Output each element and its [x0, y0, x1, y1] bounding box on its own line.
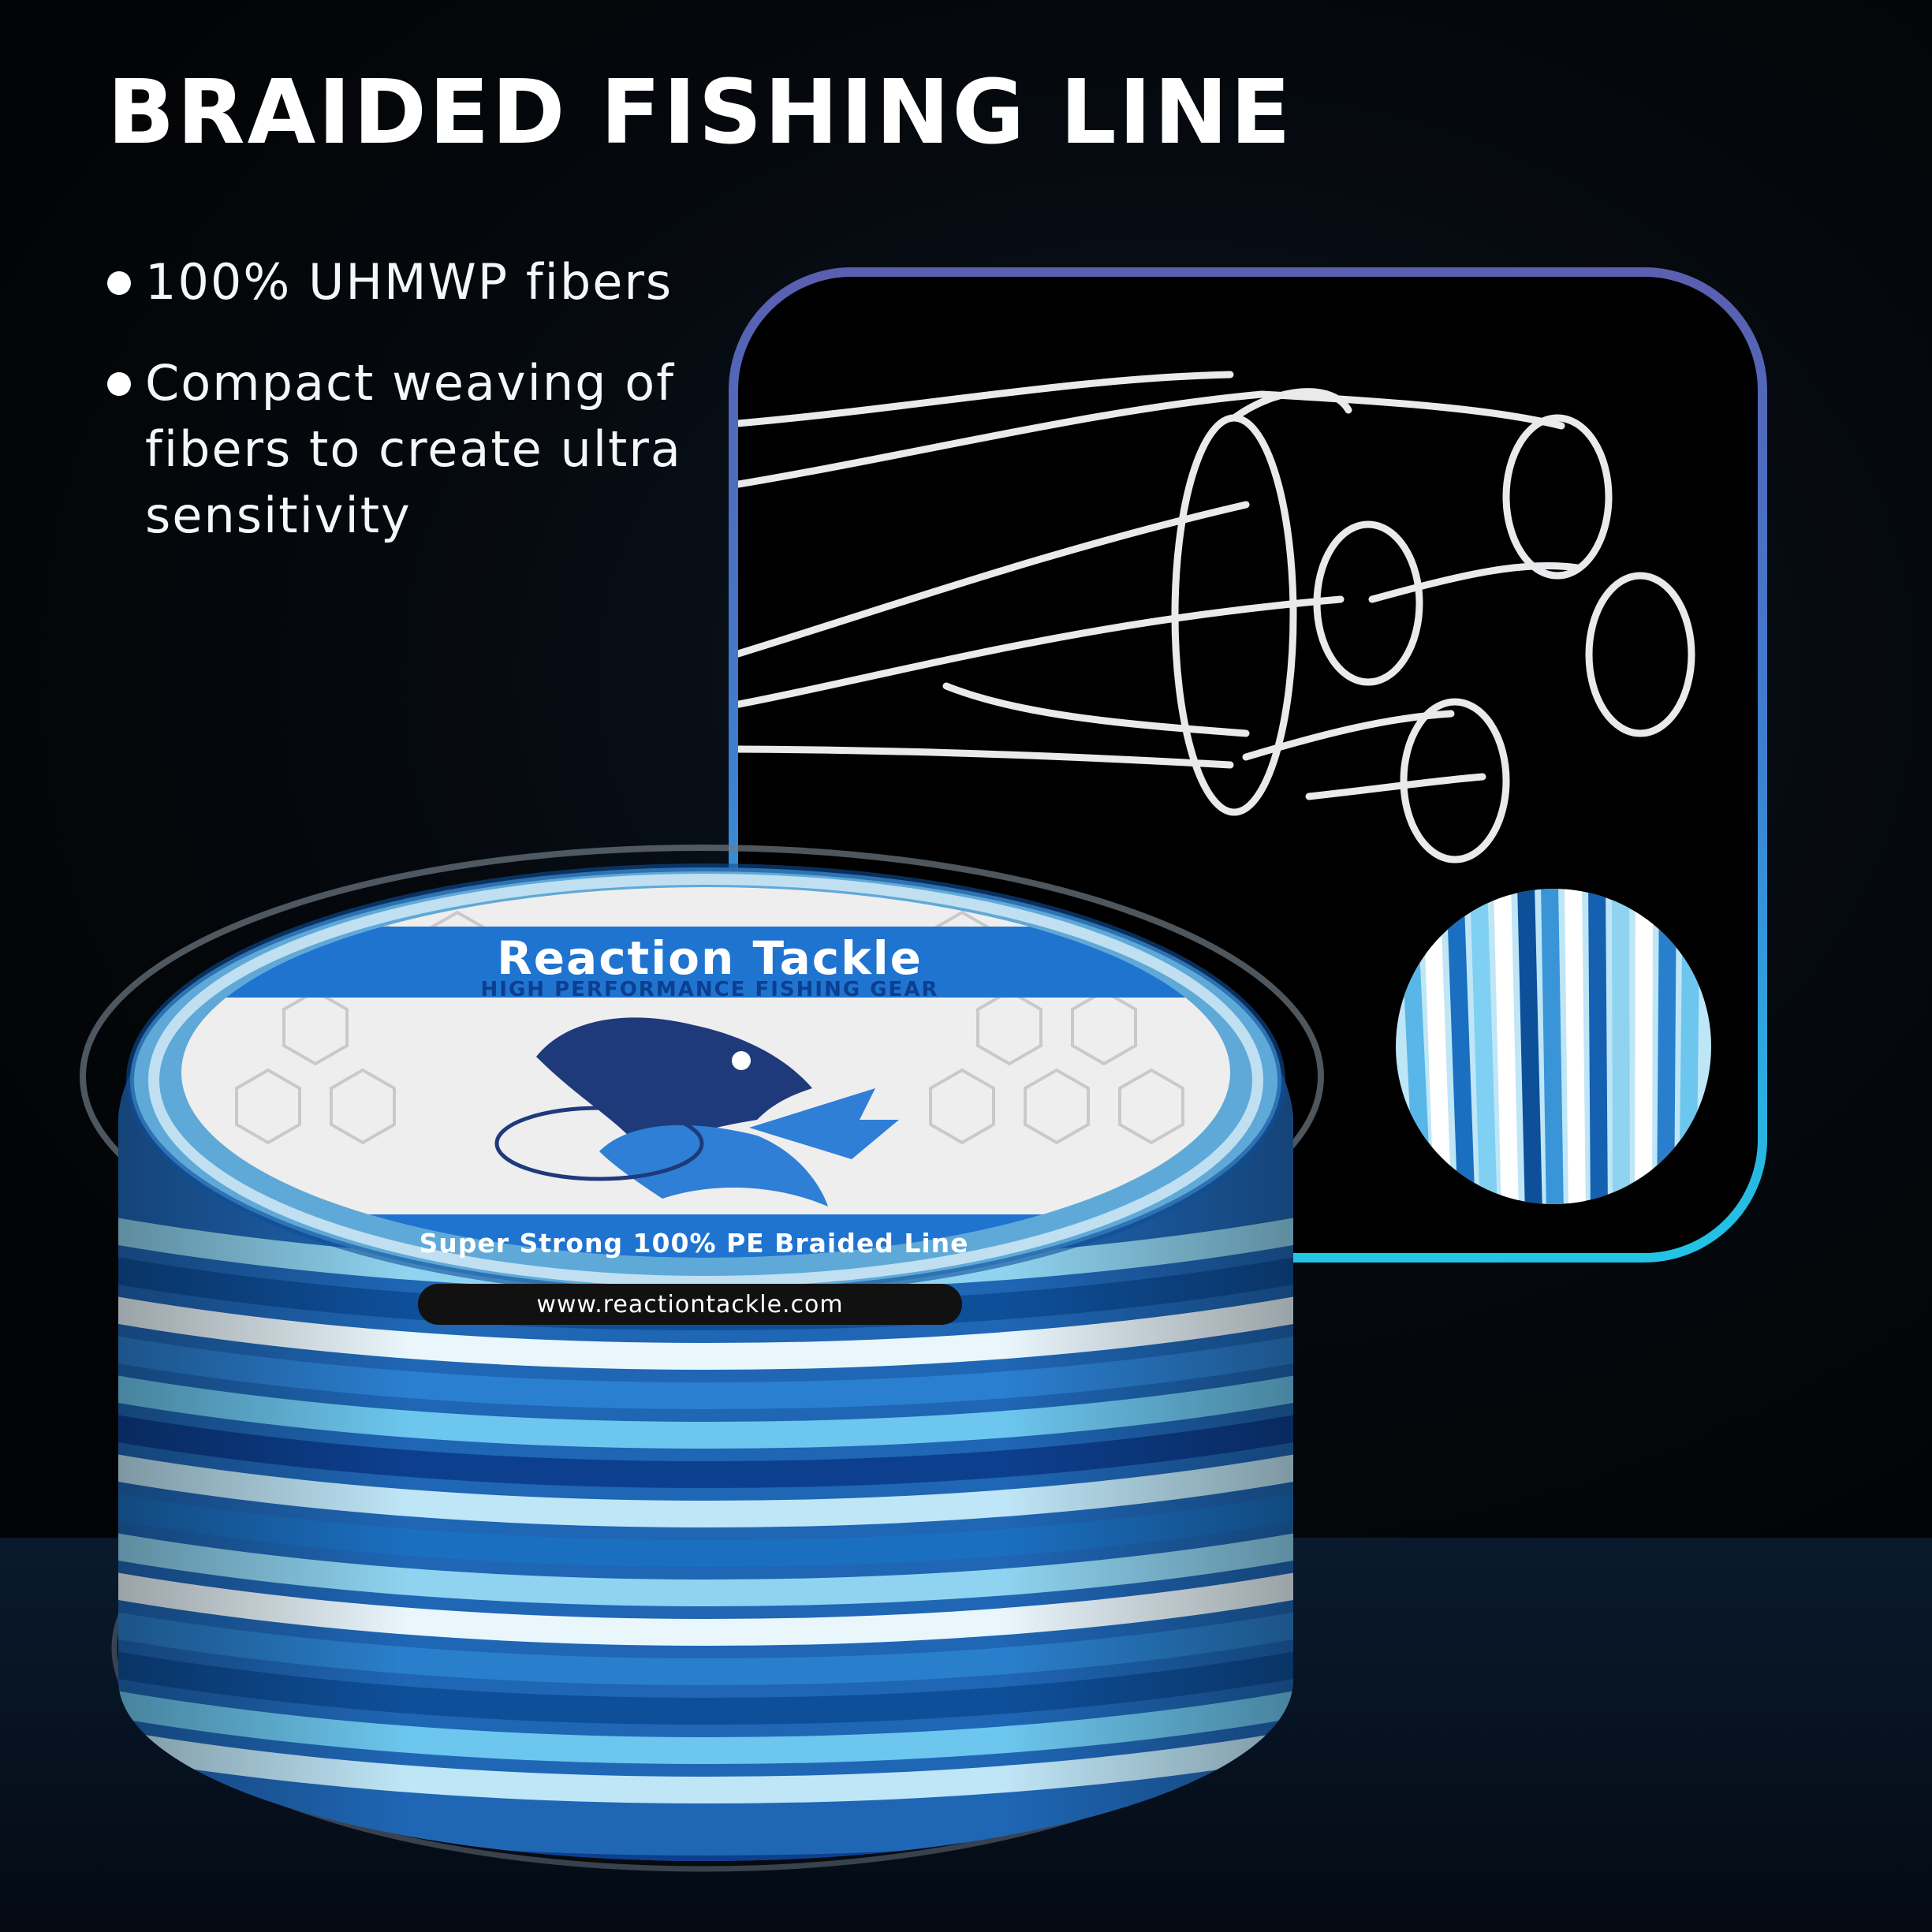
- url-pill: [418, 1284, 962, 1325]
- label-band-text: Super Strong 100% PE Braided Line: [419, 1228, 968, 1259]
- feature-list: 100% UHMWP fibers Compact weaving of fib…: [107, 249, 707, 549]
- label-url: www.reactiontackle.com: [536, 1291, 843, 1318]
- brand-tagline: HIGH PERFORMANCE FISHING GEAR: [481, 978, 939, 1001]
- braid-illustration: [733, 371, 1695, 863]
- bullet-dot-icon: [107, 372, 131, 396]
- feature-text: 100% UHMWP fibers: [145, 253, 673, 311]
- label-top-band: [181, 927, 1230, 998]
- fish-logo-icon: [494, 1017, 899, 1207]
- brand-name: Reaction Tackle: [497, 931, 923, 985]
- feature-text: Compact weaving of fibers to create ultr…: [145, 354, 682, 544]
- feature-item: Compact weaving of fibers to create ultr…: [107, 350, 707, 549]
- headline: BRAIDED FISHING LINE: [107, 62, 1293, 164]
- feature-item: 100% UHMWP fibers: [107, 249, 707, 315]
- braid-closeup: [1396, 889, 1711, 1204]
- bullet-dot-icon: [107, 271, 131, 295]
